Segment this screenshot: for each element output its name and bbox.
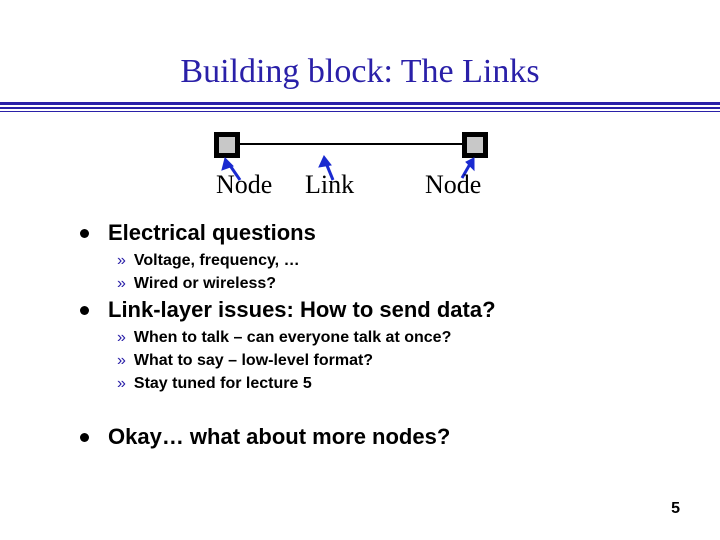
title-rule — [0, 102, 720, 112]
node-right-box — [462, 132, 488, 158]
sub-bullet: » Stay tuned for lecture 5 — [117, 374, 312, 394]
sub-marker: » — [117, 275, 126, 292]
node-right-label: Node — [425, 170, 482, 199]
arrow-icon-right — [460, 157, 475, 179]
page-number: 5 — [671, 500, 680, 517]
node-left-box — [214, 132, 240, 158]
sub-bullet-text: When to talk – can everyone talk at once… — [133, 329, 452, 346]
sub-marker: » — [117, 252, 126, 269]
sub-bullet: » Wired or wireless? — [117, 274, 276, 294]
sub-marker: » — [117, 352, 126, 369]
arrow-icon-middle — [318, 155, 335, 181]
bullet-text: Okay… what about more nodes? — [108, 424, 451, 449]
arrow-icon-left — [221, 157, 242, 181]
bullet-dot — [80, 433, 89, 442]
sub-bullet-text: Voltage, frequency, … — [133, 252, 300, 269]
sub-bullet: » Voltage, frequency, … — [117, 251, 300, 271]
sub-bullet-text: Stay tuned for lecture 5 — [133, 375, 312, 392]
sub-marker: » — [117, 375, 126, 392]
bullet-text: Link-layer issues: How to send data? — [108, 297, 496, 322]
node-left-label: Node — [216, 170, 273, 199]
sub-bullet: » What to say – low-level format? — [117, 351, 373, 371]
sub-bullet: » When to talk – can everyone talk at onc… — [117, 328, 451, 348]
slide-title: Building block: The Links — [180, 53, 540, 90]
link-label: Link — [305, 170, 355, 199]
sub-marker: » — [117, 329, 126, 346]
link-diagram — [214, 132, 488, 181]
bullet-dot — [80, 306, 89, 315]
bullet-dot — [80, 229, 89, 238]
bullet-text: Electrical questions — [108, 220, 316, 245]
sub-bullet-text: Wired or wireless? — [133, 275, 277, 292]
sub-bullet-text: What to say – low-level format? — [133, 352, 374, 369]
